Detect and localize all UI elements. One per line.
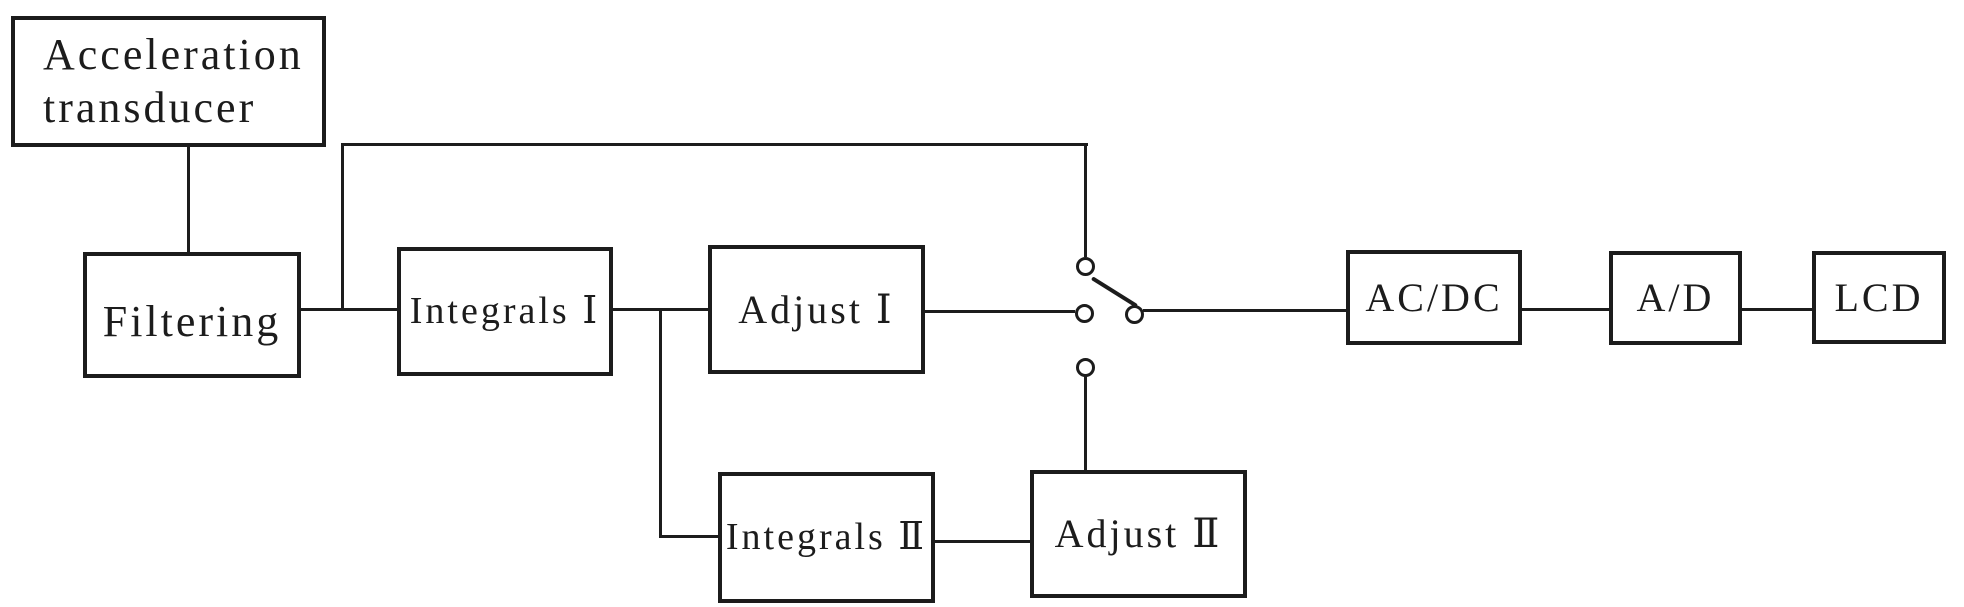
connector-acdc-to-ad [1522,308,1609,311]
node-adjust-1-label: Adjust Ⅰ [738,286,895,332]
switch-pole-circle [1125,305,1144,324]
node-acceleration-transducer-label: Acceleration transducer [43,29,304,132]
node-integrals-2-label: Integrals Ⅱ [725,515,928,558]
node-lcd: LCD [1812,251,1946,344]
node-ac-dc: AC/DC [1346,250,1522,345]
connector-adjust2-to-switch-bottom-contact [1084,376,1087,470]
bypass-drop-to-switch-top-contact [1084,143,1087,257]
switch-bottom-contact-circle [1076,358,1095,377]
connector-integrals2-to-adjust2 [935,540,1030,543]
connector-adjust1-to-switch-middle-contact [925,310,1075,313]
switch-top-contact-circle [1076,257,1095,276]
node-lcd-label: LCD [1834,274,1924,320]
node-a-d-label: A/D [1636,275,1715,320]
node-acceleration-transducer: Acceleration transducer [11,16,326,147]
connector-transducer-to-filtering [187,147,190,252]
node-filtering-label: Filtering [102,296,282,346]
connector-ad-to-lcd [1742,308,1812,311]
bypass-riser-line [341,144,344,311]
node-integrals-2: Integrals Ⅱ [718,472,935,603]
connector-switch-pole-to-acdc [1143,309,1346,312]
node-ac-dc-label: AC/DC [1365,274,1503,320]
switch-lever [1090,276,1139,308]
node-integrals-1: Integrals Ⅰ [397,247,613,376]
bypass-top-line [341,143,1088,146]
node-integrals-1-label: Integrals Ⅰ [409,289,601,332]
switch-middle-contact-circle [1075,304,1094,323]
node-a-d: A/D [1609,251,1742,345]
node-adjust-1: Adjust Ⅰ [708,245,925,374]
branch-into-integrals2 [659,535,718,538]
branch-down-to-integrals2 [659,308,662,537]
connector-filtering-to-integrals1 [301,308,397,311]
node-filtering: Filtering [83,252,301,378]
node-adjust-2-label: Adjust Ⅱ [1054,511,1223,556]
node-adjust-2: Adjust Ⅱ [1030,470,1247,598]
